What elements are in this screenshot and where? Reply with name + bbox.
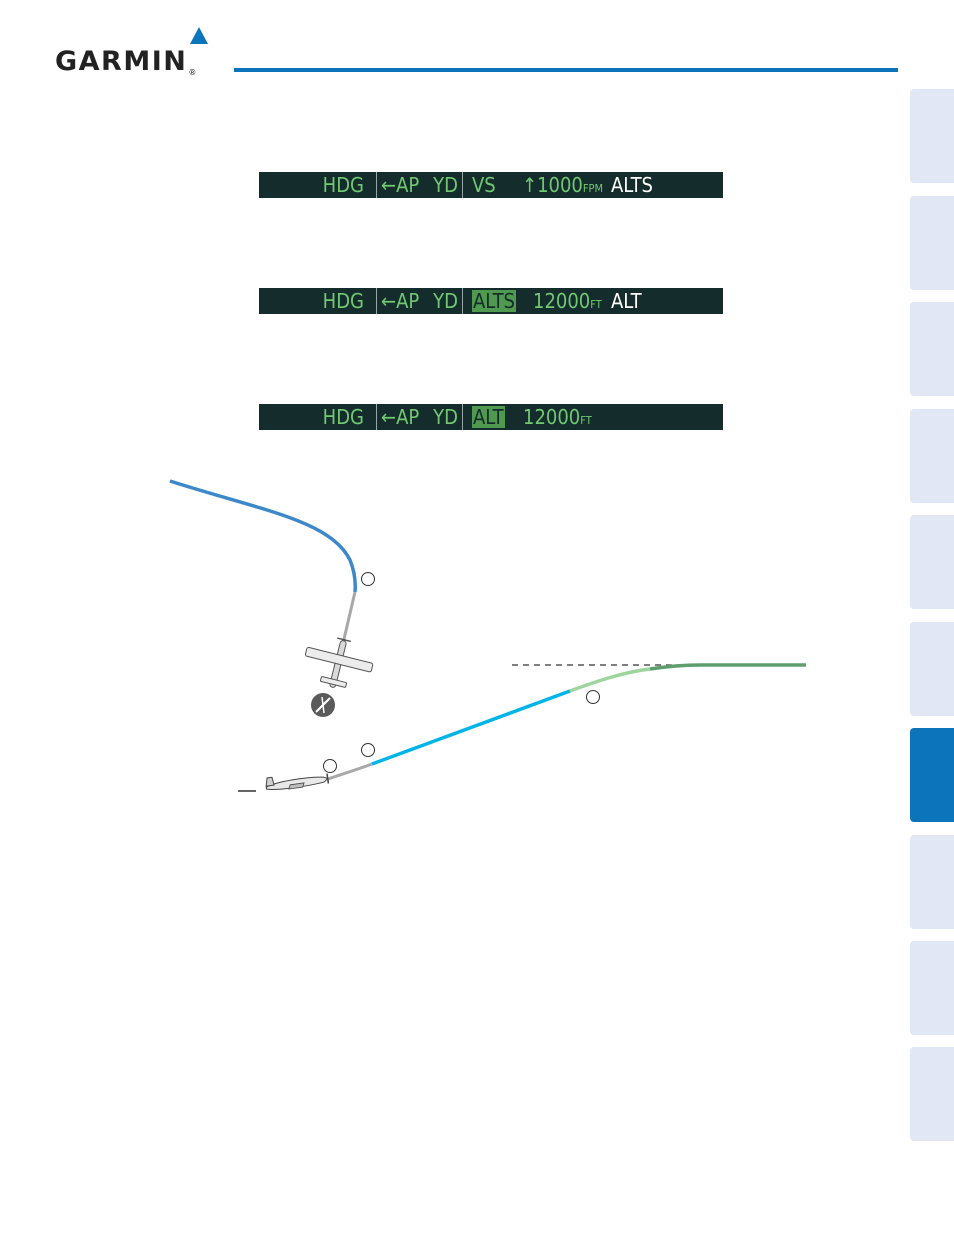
marker-4 [587, 691, 600, 704]
climb-vs-path [372, 691, 570, 764]
airplane-top-view-icon [299, 632, 377, 696]
marker-3 [362, 744, 375, 757]
altitude-hold-path [650, 665, 806, 669]
marker-1 [362, 573, 375, 586]
altitude-capture-path [570, 669, 650, 691]
heading-bug-icon [311, 693, 335, 717]
marker-2 [324, 760, 337, 773]
airplane-side-view-icon [265, 770, 328, 792]
lateral-heading-path [170, 481, 355, 592]
